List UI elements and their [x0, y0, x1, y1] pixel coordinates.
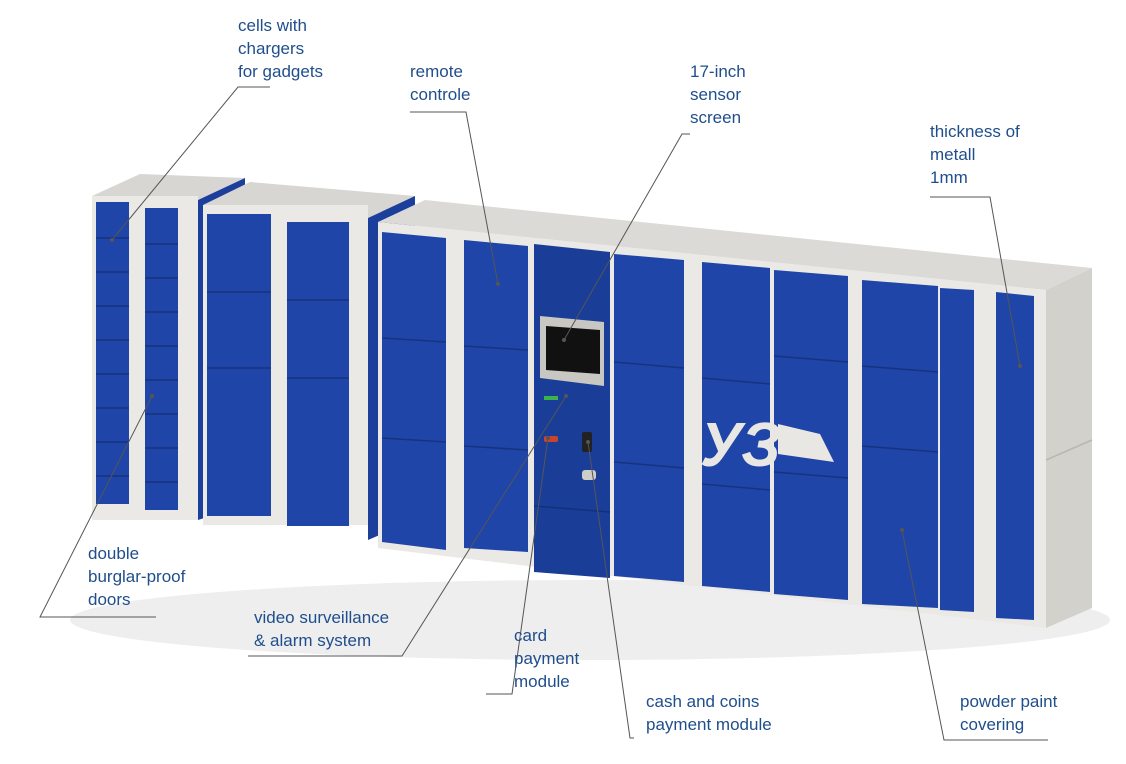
leader-sensor-screen	[563, 133, 690, 341]
leader-powder-paint	[901, 529, 1048, 741]
kiosk-panel	[534, 244, 610, 578]
locker-door	[702, 262, 770, 592]
callout-video-alarm: video surveillance & alarm system	[254, 608, 390, 650]
logo-stripes	[778, 424, 834, 462]
callout-powder-paint: powder paint covering	[960, 692, 1058, 734]
leader-metal-thickness	[930, 196, 1021, 367]
locker-door	[862, 280, 938, 608]
locker-door	[940, 288, 974, 612]
sensor-screen	[546, 326, 600, 374]
uz-logo: УЗ	[700, 411, 781, 480]
locker-door	[382, 232, 446, 550]
callout-metal-thickness: thickness of metall 1mm	[930, 122, 1020, 187]
leader-card-payment	[486, 437, 549, 695]
callout-sensor-screen: 17-inch sensor screen	[690, 62, 746, 127]
callout-card-payment: card payment module	[514, 626, 580, 691]
locker-door	[996, 292, 1034, 620]
callout-cash-payment: cash and coins payment module	[646, 692, 772, 734]
locker-door	[145, 208, 178, 510]
leader-remote-control	[410, 111, 499, 285]
leader-cells-chargers	[111, 86, 270, 241]
locker-main-body: УЗ	[378, 200, 1093, 628]
leader-lines	[39, 86, 1048, 741]
callout-burglar-doors: double burglar-proof doors	[88, 544, 186, 609]
card-slot	[544, 436, 558, 442]
leader-burglar-doors	[39, 395, 156, 618]
locker-door	[207, 214, 271, 516]
leader-cash-payment	[587, 441, 634, 739]
card-reader-light	[544, 396, 558, 400]
locker-door	[287, 222, 349, 526]
cash-tray	[582, 470, 596, 480]
locker-door	[464, 240, 528, 552]
locker-door	[96, 202, 129, 504]
callout-remote-control: remote controle	[410, 62, 471, 104]
leader-dots	[110, 238, 1022, 532]
locker-door	[614, 254, 684, 582]
leader-video-alarm	[248, 395, 567, 657]
callout-cells-chargers: cells with chargers for gadgets	[238, 16, 324, 81]
